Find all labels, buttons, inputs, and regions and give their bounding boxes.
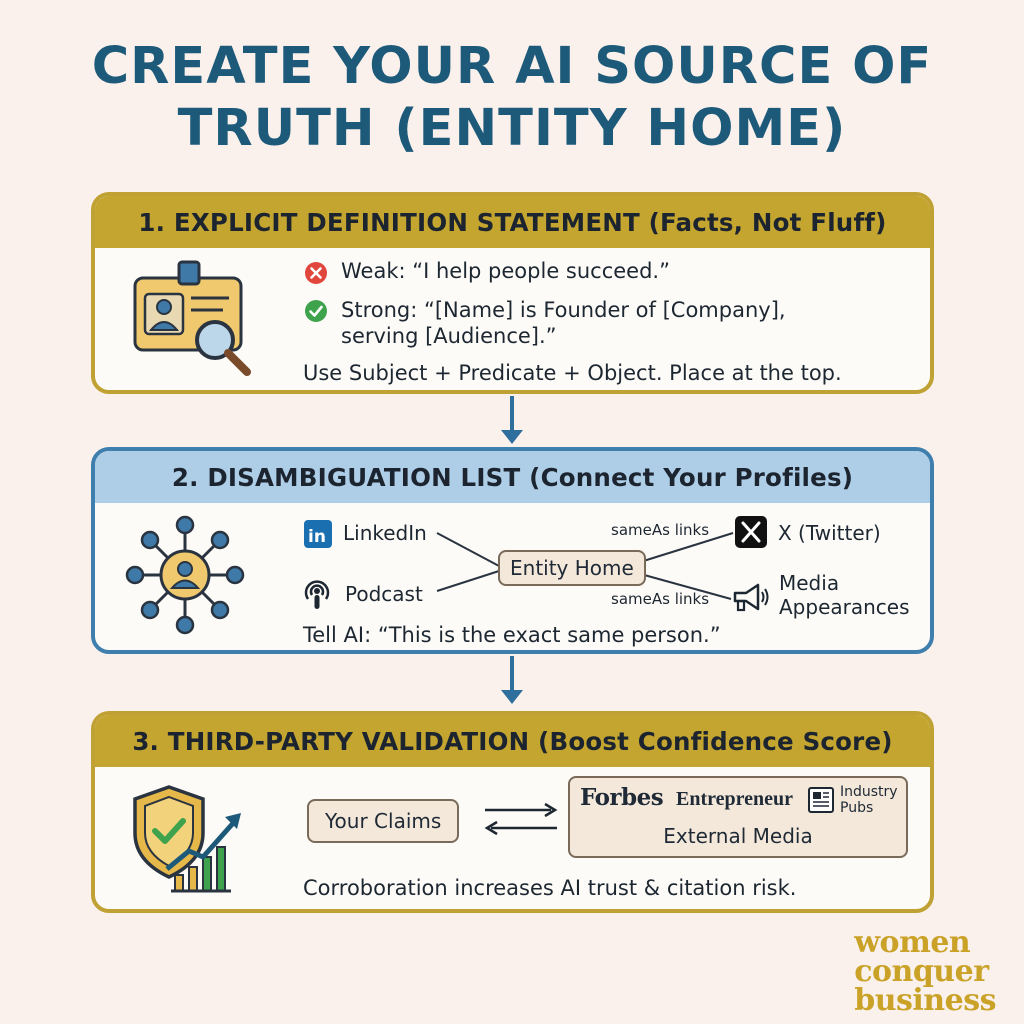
sameas-label-bottom: sameAs links	[611, 590, 710, 608]
shield-growth-icon	[133, 785, 241, 893]
x-twitter-icon	[735, 516, 767, 548]
bidirectional-arrows-icon	[484, 802, 558, 836]
page-title: CREATE YOUR AI SOURCE OF TRUTH (ENTITY H…	[0, 36, 1024, 160]
card-2-body: in LinkedIn Podcast Entity Home sameAs l…	[95, 503, 930, 650]
card-3-header: 3. THIRD-PARTY VALIDATION (Boost Confide…	[95, 715, 930, 767]
disambiguation-note: Tell AI: “This is the exact same person.…	[303, 623, 721, 647]
media-appearances-line-1: Media	[779, 571, 840, 595]
card-2-header: 2. DISAMBIGUATION LIST (Connect Your Pro…	[95, 451, 930, 503]
industry-pubs-line-1: Industry	[840, 784, 898, 800]
weak-example: Weak: “I help people succeed.”	[341, 259, 670, 283]
brand-logo: women conquer business	[854, 925, 996, 1018]
network-person-icon	[125, 515, 245, 635]
down-arrow-icon	[501, 656, 523, 704]
brand-line-3: business	[854, 983, 996, 1018]
sameas-label-top: sameAs links	[611, 521, 710, 539]
down-arrow-icon	[501, 396, 523, 444]
profile-linkedin: LinkedIn	[343, 521, 427, 545]
external-media-label: External Media	[663, 824, 813, 848]
external-media-box: Forbes Entrepreneur Industry Pubs Extern…	[568, 776, 908, 858]
x-circle-icon	[305, 262, 327, 284]
title-line-2: TRUTH (ENTITY HOME)	[177, 99, 847, 158]
profile-podcast: Podcast	[345, 582, 423, 606]
card-third-party-validation: 3. THIRD-PARTY VALIDATION (Boost Confide…	[91, 711, 934, 913]
linkedin-icon: in	[304, 520, 332, 548]
card-1-header: 1. EXPLICIT DEFINITION STATEMENT (Facts,…	[95, 196, 930, 248]
card-definition-statement: 1. EXPLICIT DEFINITION STATEMENT (Facts,…	[91, 192, 934, 394]
validation-note: Corroboration increases AI trust & citat…	[303, 876, 797, 900]
entity-home-node: Entity Home	[498, 550, 646, 586]
brand-line-1: women	[854, 925, 971, 960]
id-badge-magnifier-icon	[133, 260, 251, 376]
profile-twitter: X (Twitter)	[778, 521, 881, 545]
check-circle-icon	[305, 300, 327, 322]
definition-note: Use Subject + Predicate + Object. Place …	[303, 361, 842, 385]
megaphone-icon	[733, 583, 769, 612]
media-appearances-line-2: Appearances	[779, 595, 910, 619]
your-claims-box: Your Claims	[307, 799, 460, 843]
forbes-logo: Forbes	[580, 784, 664, 811]
card-3-body: Your Claims Forbes Entrepreneur Industry…	[95, 767, 930, 909]
card-disambiguation-list: 2. DISAMBIGUATION LIST (Connect Your Pro…	[91, 447, 934, 654]
industry-pubs-line-2: Pubs	[840, 800, 874, 816]
entrepreneur-logo: Entrepreneur	[676, 788, 794, 810]
connector-lines	[436, 532, 734, 600]
title-line-1: CREATE YOUR AI SOURCE OF	[91, 37, 933, 96]
svg-text:in: in	[308, 527, 326, 547]
card-1-body: Weak: “I help people succeed.” Strong: “…	[95, 248, 930, 390]
strong-example-line-1: Strong: “[Name] is Founder of [Company],	[341, 298, 786, 322]
podcast-icon	[304, 580, 330, 609]
strong-example-line-2: serving [Audience].”	[341, 324, 557, 348]
newspaper-icon	[808, 787, 834, 813]
brand-line-2: conquer	[854, 954, 989, 989]
